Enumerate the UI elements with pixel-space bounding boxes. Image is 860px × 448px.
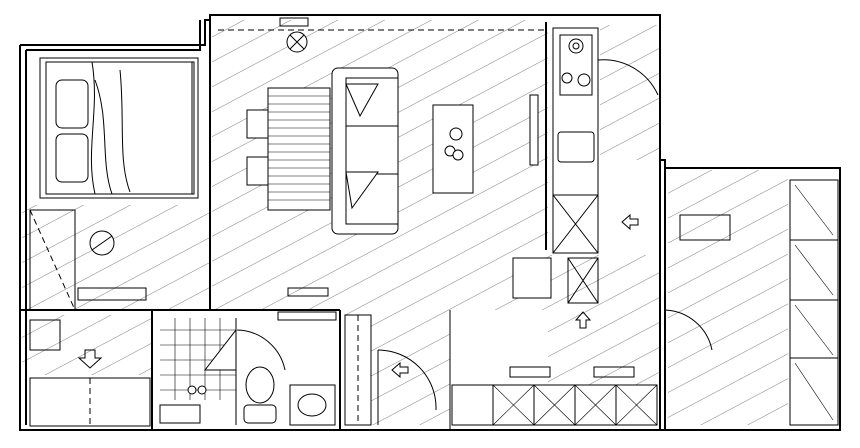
- shower-door-icon: [203, 328, 237, 371]
- cushion-icon: [345, 171, 379, 210]
- second-room: [664, 179, 839, 426]
- bathroom: [159, 311, 337, 426]
- door-swing-icon: [664, 309, 713, 351]
- storage: [451, 366, 658, 426]
- bedroom: [29, 57, 199, 427]
- duvet-icon: [90, 61, 193, 195]
- door-swing-icon: [597, 59, 659, 96]
- sink-icon: [557, 131, 595, 163]
- arrow-icon: [77, 349, 103, 369]
- living-dining: [218, 17, 545, 297]
- tv-icon: [529, 94, 539, 166]
- fridge-icon: [512, 257, 552, 299]
- window-sill-icon: [509, 366, 551, 378]
- cabinet-icon: [29, 319, 61, 351]
- wardrobe-icon: [29, 209, 76, 311]
- door-swing-icon: [236, 329, 286, 371]
- mat-icon: [159, 404, 201, 424]
- pillow-icon: [55, 79, 89, 129]
- door-swing-icon: [377, 349, 437, 411]
- window-icon: [277, 311, 337, 321]
- window-sill-icon: [287, 287, 329, 297]
- window-icon: [279, 17, 309, 27]
- arrow-icon: [574, 311, 592, 329]
- window-sill-icon: [77, 287, 147, 301]
- dining-table-icon: [267, 87, 331, 211]
- arrow-icon: [621, 213, 639, 231]
- wardrobe-icon: [789, 179, 839, 426]
- entry: [344, 314, 437, 426]
- kitchen: [512, 27, 659, 329]
- chair-icon: [246, 156, 269, 186]
- walls: [19, 14, 841, 431]
- window-sill-icon: [593, 366, 635, 378]
- decor-icon: [449, 127, 463, 141]
- cabinet-icon: [567, 257, 599, 304]
- pillow-icon: [55, 133, 89, 183]
- toilet-icon: [245, 366, 275, 404]
- arrow-icon: [391, 361, 409, 379]
- desk-icon: [679, 214, 731, 241]
- cushion-icon: [345, 83, 379, 118]
- cabinet-icon: [552, 194, 599, 254]
- chair-icon: [246, 109, 269, 139]
